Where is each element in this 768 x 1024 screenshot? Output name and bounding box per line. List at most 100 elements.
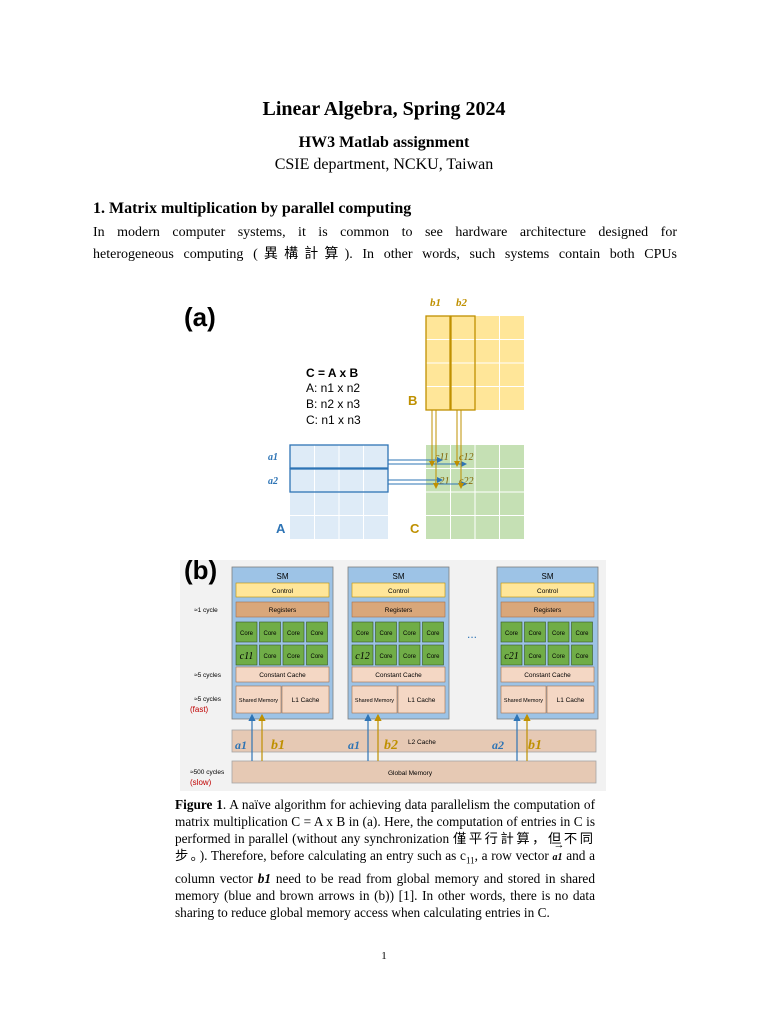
- equation-c-dims: C: n1 x n3: [306, 413, 361, 427]
- sm-core: Core: [310, 631, 324, 637]
- sm-core: Core: [403, 654, 417, 660]
- caption-text-1: . A naïve algorithm for achieving data p…: [175, 797, 595, 846]
- matrix-c-label: C: [410, 521, 420, 536]
- sm-core: Core: [379, 631, 393, 637]
- sm-core: Core: [287, 654, 301, 660]
- caption-text-4: and a column vector: [175, 848, 595, 886]
- caption-c-subscript: 11: [465, 855, 475, 866]
- intro-paragraph: In modern computer systems, it is common…: [93, 222, 677, 266]
- figure-a-diagram: (a) b1 b2 B C = A x B A: n1 x n2 B: n2 x…: [184, 297, 524, 539]
- sm-ellipsis: ...: [467, 627, 477, 641]
- row-vector-a2-label: a2: [268, 476, 278, 487]
- caption-col-vector: b1: [257, 870, 272, 886]
- sm-core: Core: [379, 654, 393, 660]
- caption-row-vector: →a1: [552, 839, 565, 863]
- equation-a-dims: A: n1 x n2: [306, 381, 360, 395]
- fast-label: (fast): [190, 705, 209, 714]
- l2-row-vector-label: a1: [235, 738, 247, 752]
- col-vector-b2-label: b2: [456, 297, 468, 309]
- sm-title: SM: [542, 572, 554, 581]
- latency-constant-cache: ≈5 cycles: [194, 672, 222, 679]
- l2-cache-label: L2 Cache: [408, 739, 436, 746]
- sm-cell-c-label: c11: [240, 651, 254, 662]
- latency-global-memory: ≈500 cycles: [190, 769, 225, 776]
- sm-core: Core: [528, 654, 542, 660]
- caption-figure-label: Figure 1: [175, 797, 223, 812]
- sm-core: Core: [263, 631, 277, 637]
- sm-core: Core: [263, 654, 277, 660]
- sm-l1-cache: L1 Cache: [557, 697, 585, 704]
- matrix-b: [425, 315, 524, 411]
- col-vector-b1-label: b1: [430, 297, 441, 309]
- sm-core: Core: [426, 654, 440, 660]
- document-department: CSIE department, NCKU, Taiwan: [274, 156, 494, 173]
- caption-text-cjk: 僅平行計算，但不同步。: [175, 831, 596, 863]
- sm-cell-c-label: c12: [355, 651, 369, 662]
- equation-block: C = A x B A: n1 x n2 B: n2 x n3 C: n1 x …: [306, 366, 361, 427]
- l2-row-vector-label: a2: [492, 738, 504, 752]
- sm-title: SM: [393, 572, 405, 581]
- sm-l1-cache: L1 Cache: [292, 697, 320, 704]
- matrix-a: [289, 444, 389, 539]
- sm-core: Core: [528, 631, 542, 637]
- sm-core: Core: [310, 654, 324, 660]
- sm-core: Core: [552, 631, 566, 637]
- matrix-b-label: B: [408, 393, 417, 408]
- sm-core: Core: [575, 631, 589, 637]
- figure-b-diagram: (b) ≈1 cycle ≈5 cycles ≈5 cycles (fast) …: [180, 555, 606, 791]
- sm-constant-cache: Constant Cache: [375, 672, 422, 679]
- intro-line-1: In modern computer systems, it is common…: [93, 225, 677, 240]
- latency-registers: ≈1 cycle: [194, 607, 218, 614]
- figure-caption: Figure 1. A naïve algorithm for achievin…: [175, 796, 595, 921]
- sm-registers: Registers: [534, 607, 562, 614]
- caption-text-5: need to be read from global memory and s…: [175, 870, 595, 920]
- document-title: Linear Algebra, Spring 2024: [262, 98, 506, 120]
- sm-control: Control: [537, 588, 559, 595]
- sm-core: Core: [356, 631, 370, 637]
- sm-core: Core: [552, 654, 566, 660]
- l2-col-vector-label: b1: [271, 738, 285, 753]
- sm-control: Control: [388, 588, 410, 595]
- cell-c11-label: c11: [435, 452, 449, 463]
- slow-label: (slow): [190, 778, 212, 787]
- caption-text-3: , a row vector: [474, 848, 553, 863]
- sm-shared-memory: Shared Memory: [355, 698, 394, 704]
- sm-core: Core: [575, 654, 589, 660]
- sm-registers: Registers: [385, 607, 413, 614]
- panel-label-b: (b): [184, 555, 217, 585]
- l2-row-vector-label: a1: [348, 738, 360, 752]
- sm-registers: Registers: [269, 607, 297, 614]
- sm-core: Core: [403, 631, 417, 637]
- sm-core: Core: [287, 631, 301, 637]
- sm-shared-memory: Shared Memory: [504, 698, 543, 704]
- sm-title: SM: [277, 572, 289, 581]
- document-subtitle: HW3 Matlab assignment: [298, 134, 470, 151]
- equation-b-dims: B: n2 x n3: [306, 397, 360, 411]
- page-number: 1: [381, 950, 387, 962]
- cell-c21-label: c21: [435, 476, 449, 487]
- sm-constant-cache: Constant Cache: [524, 672, 571, 679]
- latency-shared-memory: ≈5 cycles: [194, 696, 222, 703]
- matrix-a-label: A: [276, 521, 286, 536]
- sm-constant-cache: Constant Cache: [259, 672, 306, 679]
- sm-cell-c-label: c21: [504, 651, 518, 662]
- panel-label-a: (a): [184, 302, 216, 332]
- sm-control: Control: [272, 588, 294, 595]
- sm-core: Core: [426, 631, 440, 637]
- global-memory-label: Global Memory: [388, 770, 433, 777]
- sm-core: Core: [505, 631, 519, 637]
- intro-line-2: heterogeneous computing (異構計算). In other…: [93, 247, 677, 262]
- l2-col-vector-label: b2: [384, 738, 398, 753]
- l2-cache-bar: [231, 729, 597, 753]
- l2-col-vector-label: b1: [528, 738, 542, 753]
- global-memory-bar: [231, 760, 597, 784]
- sm-l1-cache: L1 Cache: [408, 697, 436, 704]
- row-vector-a1-label: a1: [268, 452, 278, 463]
- equation-main: C = A x B: [306, 366, 358, 380]
- section-heading: 1. Matrix multiplication by parallel com…: [93, 200, 412, 217]
- cell-c12-label: c12: [459, 452, 473, 463]
- caption-text-2: ). Therefore, before calculating an entr…: [199, 848, 466, 863]
